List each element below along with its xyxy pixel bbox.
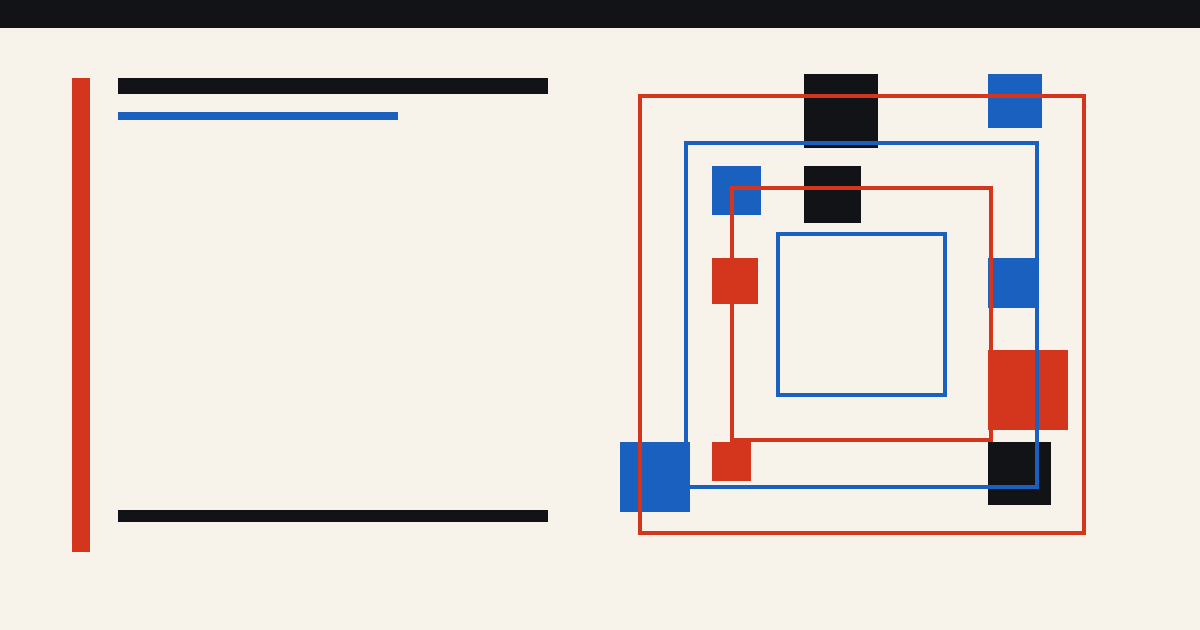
block-red-lower-right [988, 350, 1068, 430]
left-accent-bar [72, 78, 90, 552]
block-red-middle-left [712, 258, 758, 304]
block-blue-middle-right [988, 258, 1038, 308]
block-black-top [804, 74, 878, 148]
block-red-bottom-left [712, 442, 751, 481]
block-black-upper [804, 166, 861, 223]
top-bar [0, 0, 1200, 28]
block-blue-top-right [988, 74, 1042, 128]
second-blue-frame [684, 141, 1039, 489]
title-placeholder-bar [118, 78, 548, 94]
outer-red-frame [638, 94, 1086, 535]
block-blue-upper-left [712, 166, 761, 215]
inner-blue-frame [776, 232, 947, 397]
footer-placeholder-bar [118, 510, 548, 522]
subtitle-placeholder-bar [118, 112, 398, 120]
third-red-frame [730, 186, 993, 442]
block-black-bottom-right [988, 442, 1051, 505]
block-blue-bottom-left [620, 442, 690, 512]
